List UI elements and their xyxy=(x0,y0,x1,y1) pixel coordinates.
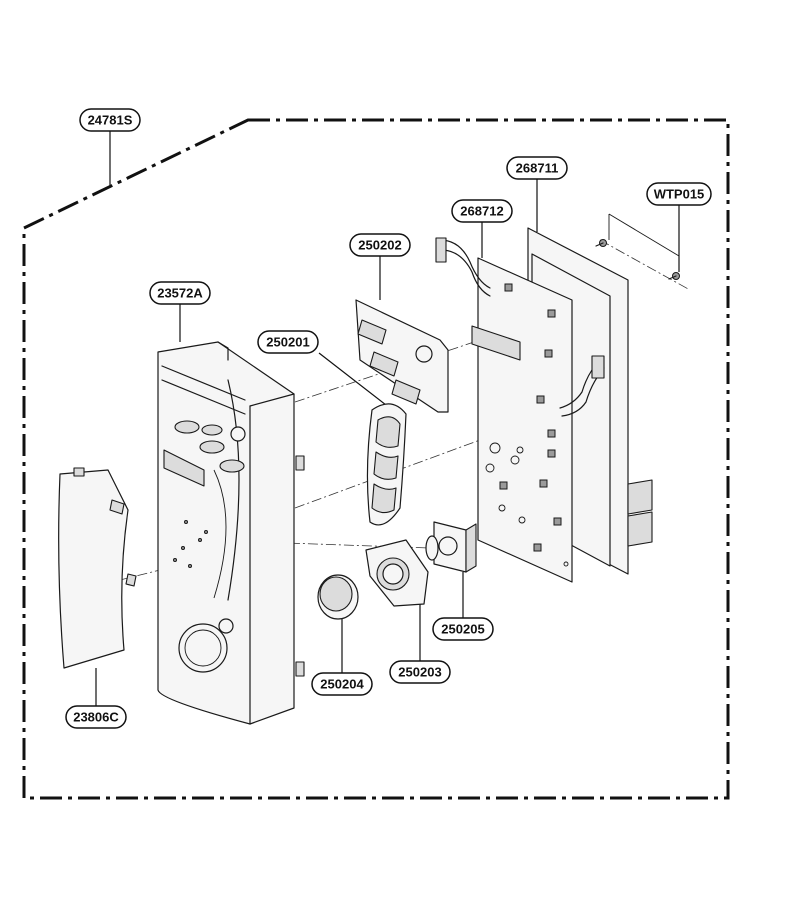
encoder-250205 xyxy=(425,521,477,573)
svg-text:268712: 268712 xyxy=(460,204,503,219)
leader-lines xyxy=(95,131,680,706)
callout-250205: 250205 xyxy=(432,617,494,641)
assembly-boundary xyxy=(22,118,730,800)
callout-24781S: 24781S xyxy=(79,108,141,132)
screws-wtp015 xyxy=(595,239,680,280)
button-cluster-250201 xyxy=(366,403,407,526)
front-housing-23572A xyxy=(157,341,305,725)
svg-text:250203: 250203 xyxy=(398,665,441,680)
callout-23806C: 23806C xyxy=(65,705,127,729)
control-pcb-268712 xyxy=(435,237,605,583)
side-cover-23806C xyxy=(58,467,137,669)
svg-text:23806C: 23806C xyxy=(73,710,119,725)
button-bracket-250202 xyxy=(355,299,449,413)
knob-250204 xyxy=(317,574,359,620)
callout-268711: 268711 xyxy=(506,156,568,180)
callout-WTP015: WTP015 xyxy=(646,182,712,206)
callout-23572A: 23572A xyxy=(149,281,211,305)
callout-250204: 250204 xyxy=(311,672,373,696)
knob-holder-250203 xyxy=(365,539,429,607)
svg-text:250201: 250201 xyxy=(266,335,309,350)
svg-text:23572A: 23572A xyxy=(157,286,203,301)
svg-text:268711: 268711 xyxy=(516,161,559,176)
callout-268712: 268712 xyxy=(451,199,513,223)
svg-text:250204: 250204 xyxy=(320,677,364,692)
svg-text:WTP015: WTP015 xyxy=(654,187,705,202)
callout-250203: 250203 xyxy=(389,660,451,684)
svg-text:250205: 250205 xyxy=(441,622,484,637)
callout-250201: 250201 xyxy=(257,330,319,354)
svg-text:250202: 250202 xyxy=(358,238,401,253)
svg-text:24781S: 24781S xyxy=(88,113,133,128)
callout-250202: 250202 xyxy=(349,233,411,257)
